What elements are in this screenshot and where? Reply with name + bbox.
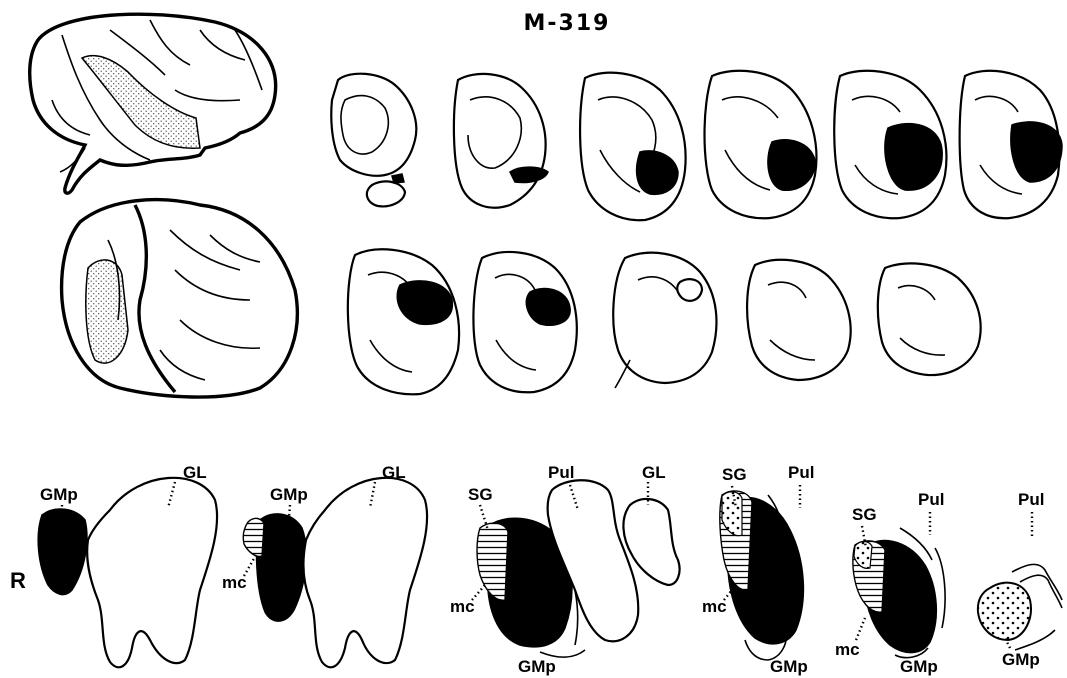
thalamus-panel-4: SG Pul mc GMp xyxy=(702,463,814,676)
label-pul: Pul xyxy=(788,463,814,482)
gmp-region xyxy=(978,583,1031,640)
dorsolateral-brain-drawing xyxy=(62,200,298,397)
coronal-section-9 xyxy=(613,253,716,388)
label-mc: mc xyxy=(835,640,860,659)
gl-outline xyxy=(87,478,217,667)
thalamus-panel-1: GMp GL xyxy=(38,463,217,667)
coronal-section-1 xyxy=(331,74,416,207)
gl-outline xyxy=(303,478,427,667)
thalamus-panel-2: GMp GL mc xyxy=(222,463,427,667)
coronal-section-row-2 xyxy=(348,249,981,394)
thalamus-panel-6: Pul GMp xyxy=(978,490,1062,669)
coronal-section-10 xyxy=(747,260,851,380)
label-pul: Pul xyxy=(548,463,574,482)
coronal-section-4 xyxy=(705,71,817,219)
label-mc: mc xyxy=(702,597,727,616)
coronal-section-5 xyxy=(834,71,946,219)
label-gl: GL xyxy=(382,463,406,482)
label-mc: mc xyxy=(222,573,247,592)
coronal-section-6 xyxy=(960,71,1062,219)
label-sg: SG xyxy=(852,505,877,524)
coronal-section-8 xyxy=(473,252,576,392)
label-gmp-bottom: GMp xyxy=(900,657,938,676)
gmp-region xyxy=(38,509,87,595)
coronal-section-3 xyxy=(580,73,686,221)
coronal-section-7 xyxy=(348,249,459,394)
label-sg: SG xyxy=(722,465,747,484)
label-sg: SG xyxy=(468,485,493,504)
side-label-r: R xyxy=(10,568,26,593)
coronal-section-11 xyxy=(878,263,981,375)
coronal-section-row-1 xyxy=(331,71,1062,220)
coronal-section-2 xyxy=(454,74,548,208)
lateral-brain-drawing xyxy=(30,14,276,193)
thalamus-panel-5: SG Pul mc GMp xyxy=(835,490,945,676)
label-gmp: GMp xyxy=(270,485,308,504)
label-gl: GL xyxy=(183,463,207,482)
figure-title: M-319 xyxy=(524,11,611,36)
label-gl: GL xyxy=(642,463,666,482)
label-pul: Pul xyxy=(1018,490,1044,509)
label-gmp-bottom: GMp xyxy=(1002,650,1040,669)
thalamus-panel-3: SG Pul GL mc GMp xyxy=(450,463,680,676)
label-mc: mc xyxy=(450,597,475,616)
label-gmp: GMp xyxy=(40,485,78,504)
label-gmp-bottom: GMp xyxy=(770,657,808,676)
label-gmp-bottom: GMp xyxy=(518,657,556,676)
label-pul: Pul xyxy=(918,490,944,509)
